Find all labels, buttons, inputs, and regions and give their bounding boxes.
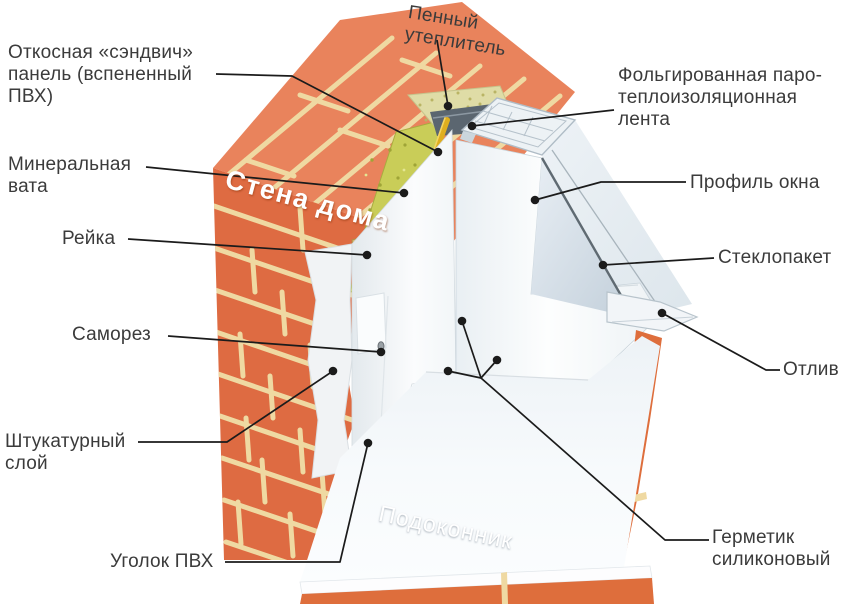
frame-outer-slope bbox=[542, 120, 692, 318]
label-sandwich-panel: Откосная «сэндвич» панель (вспененный ПВ… bbox=[8, 42, 194, 108]
under-sill-mortar-tick bbox=[501, 572, 508, 604]
label-screw: Саморез bbox=[72, 324, 151, 345]
label-pvc-corner: Уголок ПВХ bbox=[110, 551, 214, 572]
frame-top-cross-section bbox=[460, 97, 577, 156]
window-frame bbox=[455, 97, 692, 381]
glazing-edge bbox=[540, 157, 636, 319]
label-drip-sill: Отлив bbox=[783, 359, 839, 380]
glazing-unit-pane bbox=[531, 158, 634, 318]
profile-recess bbox=[460, 131, 476, 143]
leader-lines bbox=[127, 39, 780, 563]
label-foil-tape: Фольгированная паро- теплоизоляционная л… bbox=[618, 65, 823, 131]
leader-dots bbox=[328, 101, 667, 448]
label-rail: Рейка bbox=[62, 228, 116, 249]
outer-glass-edge-line bbox=[551, 149, 659, 307]
wall-under-sill bbox=[300, 578, 654, 604]
label-glazing-unit: Стеклопакет bbox=[718, 247, 832, 268]
label-mineral-wool: Минеральная вата bbox=[8, 154, 132, 198]
label-plaster-layer: Штукатурный слой bbox=[5, 431, 126, 475]
pvc-corner-trim bbox=[355, 292, 387, 355]
label-window-profile: Профиль окна bbox=[690, 172, 820, 193]
label-silicone-sealant: Герметик силиконовый bbox=[712, 527, 831, 571]
windowsill-top bbox=[300, 336, 660, 582]
sill-rear-edge bbox=[425, 371, 589, 381]
windowsill-board bbox=[299, 336, 660, 604]
